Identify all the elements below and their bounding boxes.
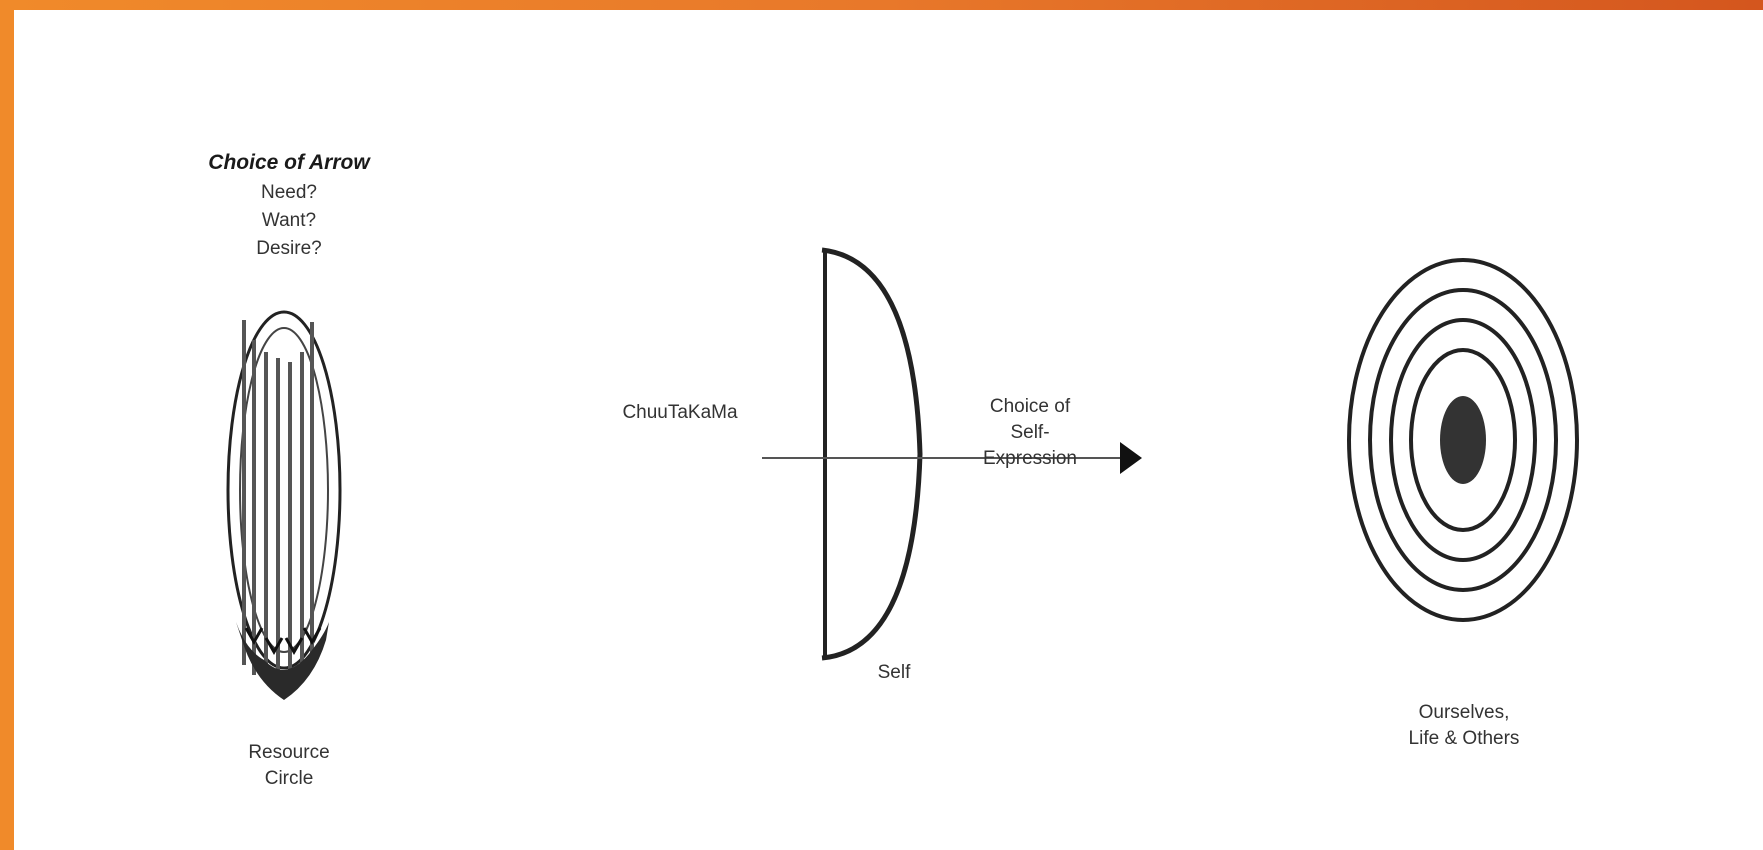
bow-limb [822, 250, 920, 658]
target-figure [1349, 260, 1577, 620]
target-bullseye [1440, 396, 1486, 484]
quiver-figure [228, 312, 340, 700]
chuutakama-label: ChuuTaKaMa [600, 400, 760, 426]
diagram-panel: Choice of Arrow Need? Want? Desire? Reso… [14, 10, 1763, 850]
question-need: Need? [209, 180, 369, 206]
target-caption: Ourselves, Life & Others [1364, 700, 1564, 752]
choice-of-self-expression-label: Choice of Self- Expression [950, 394, 1110, 472]
question-want: Want? [209, 208, 369, 234]
arrow-shafts [244, 320, 312, 685]
self-label: Self [854, 660, 934, 686]
question-desire: Desire? [209, 236, 369, 262]
quiver-title: Choice of Arrow [174, 150, 404, 176]
resource-circle-caption: Resource Circle [204, 740, 374, 792]
arrowhead-icon [1120, 442, 1142, 474]
